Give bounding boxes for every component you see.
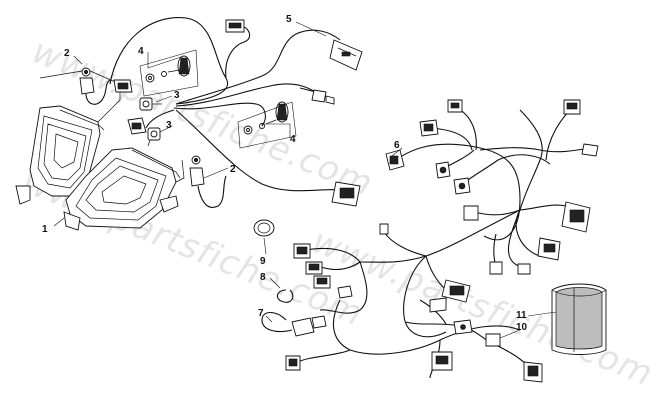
bulb-upper (139, 97, 162, 111)
connector-k (489, 261, 531, 275)
part-7-switch (261, 311, 327, 337)
connector-u (523, 361, 543, 383)
connector-n (293, 243, 331, 289)
connector-t (485, 333, 501, 347)
bulb-socket-upper (79, 67, 111, 105)
part-9-grommet (253, 219, 275, 237)
callout-11: 11 (516, 310, 527, 321)
headlight-harness (109, 17, 363, 207)
connector-g (581, 143, 599, 157)
adjuster-upper (145, 55, 191, 83)
bulb-socket-lower (189, 155, 227, 208)
headlight-front (63, 147, 181, 231)
headlight-assembly (15, 69, 185, 231)
bulb-lower (147, 127, 161, 147)
connector-h (561, 201, 591, 233)
connector-a (385, 149, 405, 171)
bulb-plug-lower (127, 117, 147, 135)
connector-l (441, 279, 471, 303)
callout-3-upper: 3 (174, 90, 180, 101)
bulb-plug-upper (113, 79, 133, 93)
connector-q (431, 351, 453, 371)
callout-3-lower: 3 (166, 120, 172, 131)
callout-1: 1 (42, 224, 48, 235)
callout-6: 6 (394, 140, 400, 151)
connector-c (447, 99, 463, 113)
connector-i (537, 237, 561, 261)
callout-labels: 1 2 2 3 3 4 4 5 6 7 8 9 10 11 (42, 14, 528, 333)
connector-b (419, 119, 439, 137)
connector-p (285, 355, 301, 371)
callout-7: 7 (258, 308, 264, 319)
callout-2-lower: 2 (230, 164, 236, 175)
callout-8: 8 (260, 272, 266, 283)
callout-2-upper: 2 (64, 48, 70, 59)
callout-4-upper: 4 (138, 46, 144, 57)
connector-d (435, 161, 451, 179)
connector-s (453, 319, 473, 335)
callout-10: 10 (516, 322, 528, 333)
connector-m (379, 223, 389, 235)
connector-e (453, 177, 471, 195)
connector-r (429, 297, 447, 313)
callout-9: 9 (260, 256, 266, 267)
connector-f (563, 99, 581, 115)
part-8-clip (276, 289, 294, 303)
main-harness (285, 99, 599, 383)
connector-j (463, 205, 479, 221)
part-11-sleeve (551, 283, 607, 355)
callout-5: 5 (286, 14, 292, 25)
callout-4-lower: 4 (290, 134, 296, 145)
connector-o (337, 285, 353, 299)
leader-lines (53, 21, 557, 339)
